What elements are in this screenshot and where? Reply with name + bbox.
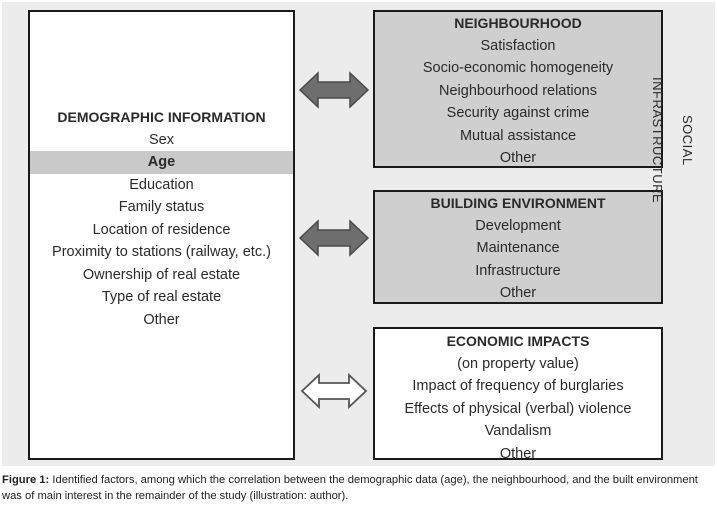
demographic-item-highlighted: Age (30, 151, 293, 174)
neighbourhood-item: Socio-economic homogeneity (422, 60, 614, 76)
caption-text: Identified factors, among which the corr… (2, 474, 698, 502)
social-infrastructure-label: SOCIAL INFRASTRUCTURE (650, 76, 695, 204)
building-item: Maintenance (476, 240, 560, 256)
double-arrow-shape (298, 219, 370, 257)
building-item: Development (475, 217, 561, 234)
economic-item: Other (499, 445, 537, 462)
neighbourhood-item: Neighbourhood relations (439, 82, 597, 99)
building-environment-box: BUILDING ENVIRONMENT Development Mainten… (373, 190, 663, 304)
demographic-item: Type of real estate (101, 289, 222, 305)
building-item: Infrastructure (475, 262, 561, 279)
double-arrow-icon-neighbourhood (298, 71, 370, 109)
demographic-item: Proximity to stations (railway, etc.) (52, 244, 271, 260)
double-arrow-icon-building (298, 219, 370, 257)
double-arrow-outline-shape (300, 372, 368, 410)
neighbourhood-item: Security against crime (446, 105, 590, 121)
double-arrow-shape (298, 71, 370, 109)
economic-impacts-box: ECONOMIC IMPACTS (on property value) Imp… (373, 327, 663, 462)
neighbourhood-item: Satisfaction (480, 37, 556, 54)
demographic-item: Family status (118, 199, 205, 215)
neighbourhood-box: NEIGHBOURHOOD Satisfaction Socio-economi… (373, 10, 663, 168)
neighbourhood-item: Mutual assistance (459, 127, 577, 144)
economic-item: Vandalism (484, 423, 552, 439)
economic-item: Effects of physical (verbal) violence (404, 400, 632, 417)
figure-caption: Figure 1: Identified factors, among whic… (2, 472, 715, 504)
caption-label: Figure 1: (2, 474, 50, 486)
building-heading: BUILDING ENVIRONMENT (430, 195, 606, 211)
demographic-item: Sex (149, 131, 174, 148)
building-item: Other (499, 285, 537, 301)
demographic-item: Ownership of real estate (82, 266, 241, 283)
demographic-box: DEMOGRAPHIC INFORMATION Sex Age Educatio… (28, 10, 295, 460)
economic-heading: ECONOMIC IMPACTS (446, 333, 590, 349)
economic-item: Impact of frequency of burglaries (412, 378, 624, 394)
demographic-item: Other (143, 311, 180, 328)
demographic-heading: DEMOGRAPHIC INFORMATION (57, 109, 266, 125)
neighbourhood-item: Other (499, 150, 537, 166)
demographic-item: Education (129, 176, 194, 193)
neighbourhood-heading: NEIGHBOURHOOD (454, 15, 582, 31)
economic-item: (on property value) (457, 355, 579, 372)
figure-panel: DEMOGRAPHIC INFORMATION Sex Age Educatio… (2, 2, 715, 466)
demographic-item: Location of residence (92, 221, 231, 238)
double-arrow-outline-icon-economic (300, 372, 368, 410)
